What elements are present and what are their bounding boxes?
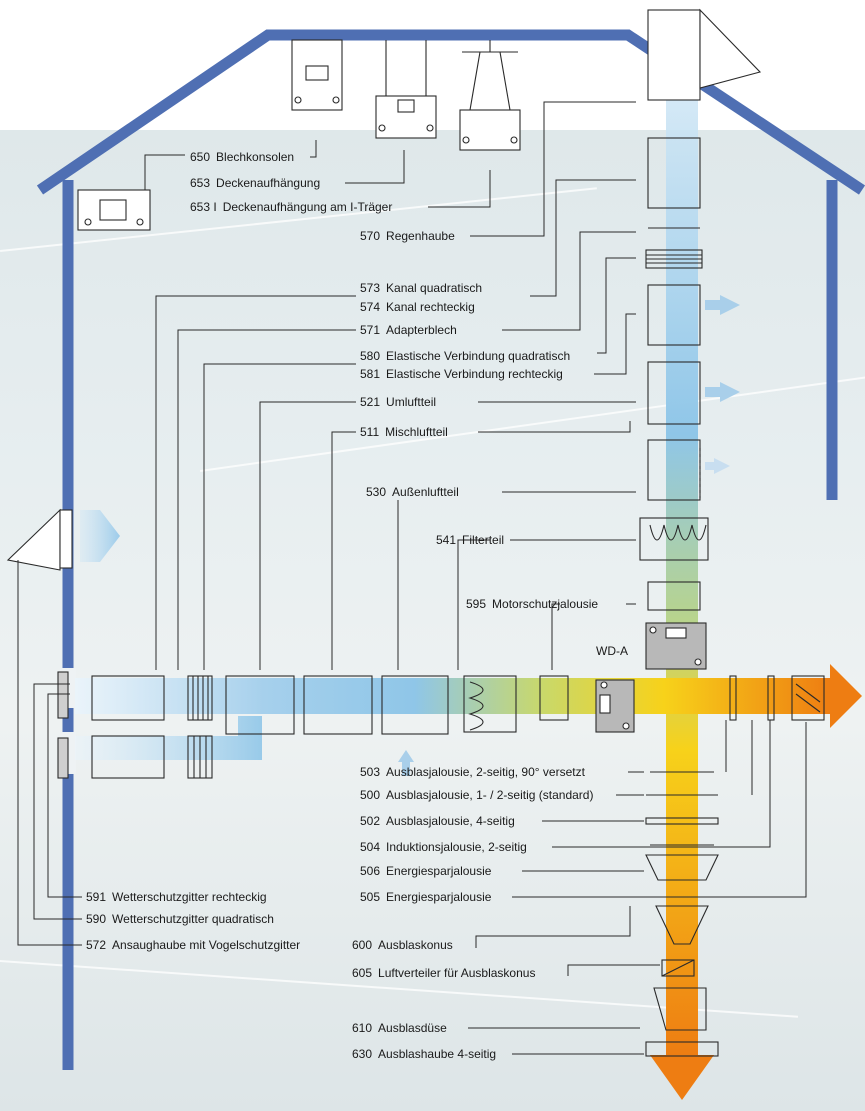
airflow-arrow-right [830,664,862,728]
airflow-vertical [666,100,698,1055]
unit-wd-a-vertical [645,622,707,670]
up-arrow [398,750,414,776]
background-hall [0,130,865,1111]
outlets [645,771,719,1057]
hanger-653-i [459,40,521,151]
vertical-duct-stack [639,137,709,611]
side-arrow [705,458,730,474]
components [6,8,825,1057]
airflow-horizontal [75,678,830,714]
intake-hood-572 [6,508,73,571]
airflow-arrow-down [650,1055,714,1100]
return-duct-lower [57,735,213,779]
horizontal-duct-stack [57,671,825,735]
rain-hood-570 [647,8,762,101]
building-outline [36,29,865,1070]
hanger-wall [77,189,151,231]
side-arrow [705,382,740,402]
airflow-intake-arrow [80,510,120,562]
leader-lines [17,101,807,1055]
airflow-return [75,716,262,760]
side-arrow [705,295,740,315]
hanger-653 [375,40,437,139]
label-wd-a: WD-A [596,644,628,658]
unit-wd-a-horizontal [595,679,635,733]
hanger-650 [291,39,343,111]
